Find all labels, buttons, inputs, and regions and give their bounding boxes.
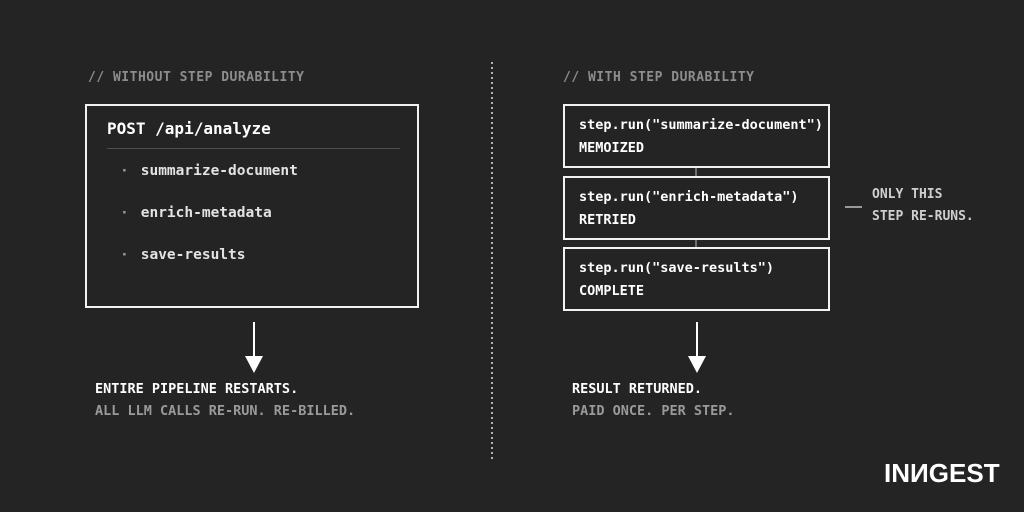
pipeline-item: · summarize-document: [120, 150, 298, 192]
step-box-retried: step.run("enrich-metadata") RETRIED: [563, 176, 830, 240]
left-caption-primary: ENTIRE PIPELINE RESTARTS.: [95, 381, 299, 397]
right-section-header: // WITH STEP DURABILITY: [563, 70, 755, 85]
step-box-memoized: step.run("summarize-document") MEMOIZED: [563, 104, 830, 168]
pipeline-item-label: summarize-document: [140, 163, 298, 179]
pipeline-item: · enrich-metadata: [120, 192, 298, 234]
step-status: RETRIED: [579, 212, 636, 228]
callout-note: ONLY THIS STEP RE-RUNS.: [872, 184, 974, 228]
down-arrow-head-icon: [245, 356, 263, 373]
right-caption-primary: RESULT RETURNED.: [572, 381, 703, 397]
right-caption-secondary: PAID ONCE. PER STEP.: [572, 403, 735, 419]
callout-dash-icon: [845, 206, 862, 208]
inngest-logo: INNGEST: [884, 458, 1000, 489]
step-code: step.run("summarize-document"): [579, 117, 823, 133]
down-arrow-icon: [253, 322, 255, 356]
left-caption-secondary: ALL LLM CALLS RE-RUN. RE-BILLED.: [95, 403, 356, 419]
logo-mirrored-n: N: [910, 458, 929, 488]
pipeline-item-label: enrich-metadata: [140, 205, 272, 221]
down-arrow-icon: [696, 322, 698, 356]
step-code: step.run("enrich-metadata"): [579, 189, 799, 205]
left-section-header: // WITHOUT STEP DURABILITY: [88, 70, 305, 85]
pipeline-item-label: save-results: [140, 247, 246, 263]
step-status: COMPLETE: [579, 283, 645, 299]
down-arrow-head-icon: [688, 356, 706, 373]
logo-text-post: GEST: [928, 458, 1000, 488]
pipeline-item: · save-results: [120, 234, 298, 276]
pipeline-box: POST /api/analyze · summarize-document · e…: [85, 104, 419, 308]
pipeline-item-list: · summarize-document · enrich-metadata · sa…: [120, 150, 298, 276]
step-connector-line: [695, 168, 697, 176]
bullet-icon: ·: [120, 163, 129, 179]
logo-text-pre: IN: [884, 458, 910, 488]
pipeline-title: POST /api/analyze: [107, 119, 271, 138]
step-status: MEMOIZED: [579, 140, 645, 156]
step-code: step.run("save-results"): [579, 260, 775, 276]
step-connector-line: [695, 240, 697, 247]
pipeline-title-divider: [107, 148, 400, 149]
callout-line: ONLY THIS: [872, 187, 943, 202]
callout-line: STEP RE-RUNS.: [872, 209, 974, 224]
vertical-dotted-divider: [491, 62, 493, 462]
bullet-icon: ·: [120, 205, 129, 221]
step-box-complete: step.run("save-results") COMPLETE: [563, 247, 830, 311]
bullet-icon: ·: [120, 247, 129, 263]
